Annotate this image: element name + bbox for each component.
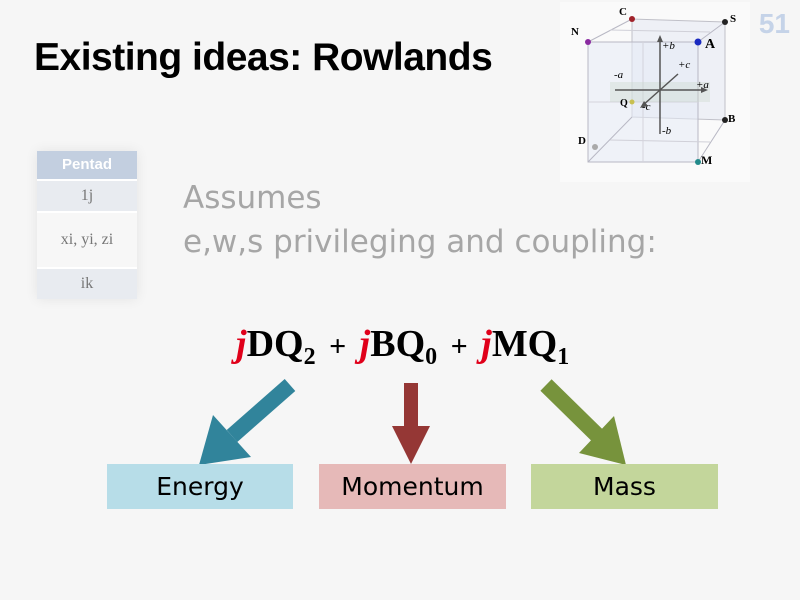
arrow-energy xyxy=(199,378,296,465)
equation-term2-prefix: j xyxy=(359,323,371,365)
pentad-header: Pentad xyxy=(37,151,137,179)
cube-label-minus-a: -a xyxy=(614,69,624,81)
cube-label-s: S xyxy=(730,13,736,25)
cube-label-minus-b: -b xyxy=(662,125,672,137)
arrow-momentum xyxy=(392,383,430,464)
equation-term2-main: BQ xyxy=(370,323,426,365)
momentum-box: Momentum xyxy=(319,464,506,509)
cube-label-plus-b: +b xyxy=(662,40,675,52)
slide-number: 51 xyxy=(758,8,790,39)
equation-term1-main: DQ xyxy=(246,323,304,365)
cube-label-a: A xyxy=(705,37,716,52)
pentad-row-1j: 1j xyxy=(37,179,137,211)
assumes-text: Assumes e,w,s privileging and coupling: xyxy=(183,176,657,264)
pentad-row-ik: ik xyxy=(37,267,137,299)
cube-label-plus-a: +a xyxy=(696,79,709,91)
equation-term3-main: MQ xyxy=(491,323,558,365)
cube-label-n: N xyxy=(571,26,579,38)
pentad-row-xyz: xi, yi, zi xyxy=(37,211,137,267)
assumes-line-2: e,w,s privileging and coupling: xyxy=(183,224,657,260)
equation-term3-sub: 1 xyxy=(557,344,570,370)
equation-term1-prefix: j xyxy=(236,323,247,365)
equation-term1-sub: 2 xyxy=(303,344,316,370)
cube-label-c: C xyxy=(619,6,627,18)
assumes-line-1: Assumes xyxy=(183,180,322,216)
equation-term2-sub: 0 xyxy=(425,344,438,370)
equation-term3-prefix: j xyxy=(481,323,492,365)
equation-op-1: + xyxy=(329,330,347,363)
slide-title: Existing ideas: Rowlands xyxy=(34,36,493,79)
cube-label-q: Q xyxy=(620,98,628,109)
cube-label-d: D xyxy=(578,135,586,147)
arrow-mass xyxy=(540,379,626,465)
equation-op-2: + xyxy=(450,330,468,363)
cube-label-minus-c: -c xyxy=(642,101,651,113)
cube-label-plus-c: +c xyxy=(678,59,690,71)
cube-label-m: M xyxy=(701,153,712,167)
cube-label-b: B xyxy=(728,113,736,125)
rowlands-cube-diagram: C S N A B D M Q +b +c -a +a -c -b xyxy=(560,2,750,182)
mass-box: Mass xyxy=(531,464,718,509)
energy-box: Energy xyxy=(107,464,293,509)
equation: jDQ2 + jBQ0 + jMQ1 xyxy=(236,322,569,371)
pentad-table: Pentad 1j xi, yi, zi ik xyxy=(37,151,137,299)
